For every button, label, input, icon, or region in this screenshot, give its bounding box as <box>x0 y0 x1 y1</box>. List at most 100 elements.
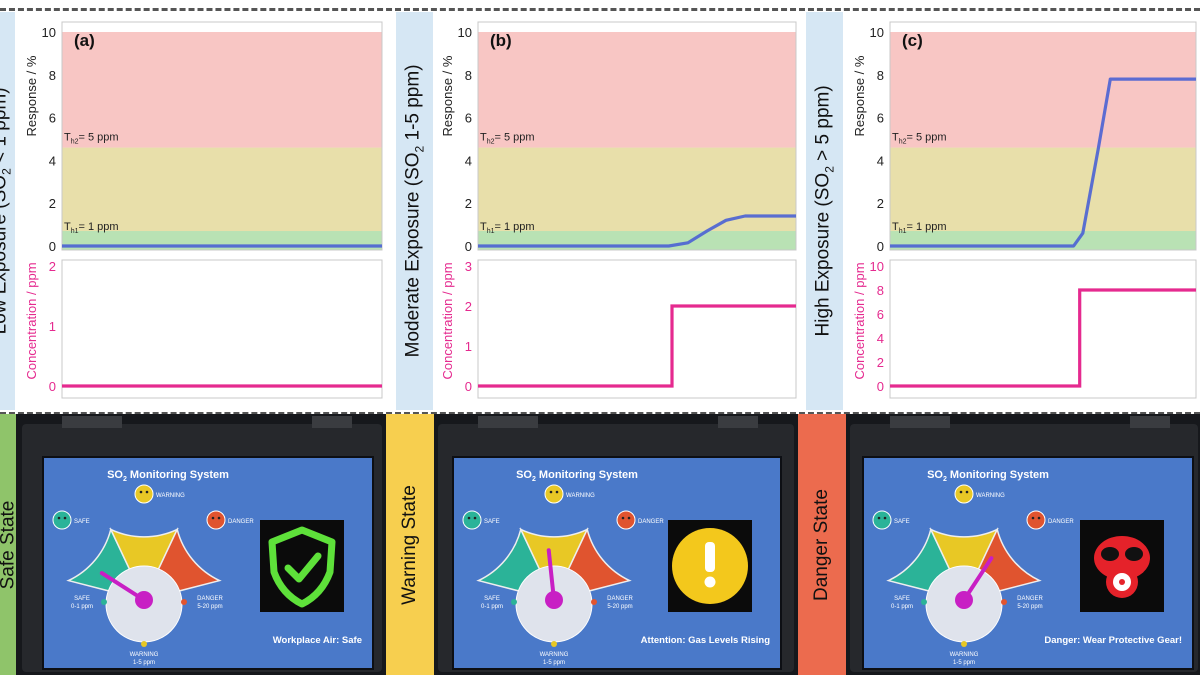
concentration-tick-label: 10 <box>870 259 884 274</box>
warning-face-icon <box>544 484 564 504</box>
response-series-line <box>478 214 796 248</box>
warning-face-icon-eye <box>965 490 969 494</box>
threshold-label-threshold_high: Th2= 5 ppm <box>64 132 119 146</box>
concentration-tick-label: 3 <box>465 259 472 274</box>
panel-letter: (a) <box>74 31 95 50</box>
response-tick-label: 4 <box>465 153 472 168</box>
warning-face-icon-eye <box>555 490 559 494</box>
zone-warning <box>62 147 382 232</box>
danger-face-icon <box>616 510 636 530</box>
range-warning-value: 1-5 ppm <box>953 660 975 666</box>
panel-letter: (c) <box>902 31 923 50</box>
safe-face-icon-eye <box>473 516 477 520</box>
screen-title: SO2 Monitoring System <box>516 469 638 483</box>
response-tick-label: 4 <box>49 153 56 168</box>
concentration-tick-label: 2 <box>49 259 56 274</box>
range-warning-label: WARNING <box>950 652 979 658</box>
response-tick-label: 2 <box>465 196 472 211</box>
danger-face-icon-eye <box>1031 516 1035 520</box>
response-tick-label: 8 <box>465 68 472 83</box>
response-tick-label: 6 <box>877 111 884 126</box>
zone-danger <box>890 32 1196 148</box>
gauge-hub <box>545 591 563 609</box>
safe-label: SAFE <box>484 519 500 525</box>
response-axis-label: Response / % <box>24 55 39 136</box>
shield-check-icon <box>268 526 336 608</box>
response-tick-label: 6 <box>49 111 56 126</box>
response-plot-frame <box>61 21 383 251</box>
response-plot-frame <box>477 21 797 251</box>
gas-mask-filter-core <box>1119 579 1125 585</box>
response-series-line <box>890 77 1196 248</box>
warning-face-icon-eye <box>959 490 963 494</box>
zone-danger <box>62 32 382 148</box>
side-label-b: Moderate Exposure (SO2 1-5 ppm) <box>396 12 433 410</box>
range-danger-value: 5-20 ppm <box>197 604 222 610</box>
status-message: Attention: Gas Levels Rising <box>641 635 771 646</box>
concentration-tick-label: 4 <box>877 331 884 346</box>
range-danger-value: 5-20 ppm <box>607 604 632 610</box>
concentration-series-line <box>478 304 796 388</box>
response-tick-label: 2 <box>877 196 884 211</box>
response-tick-label: 4 <box>877 153 884 168</box>
status-message: Workplace Air: Safe <box>273 635 362 646</box>
range-danger-label: DANGER <box>607 596 633 602</box>
safe-marker <box>921 599 927 605</box>
concentration-plot-frame <box>889 259 1197 399</box>
warning-label: WARNING <box>156 493 185 499</box>
threshold-label-threshold_low: Th1= 1 ppm <box>480 221 535 235</box>
concentration-plot-frame <box>477 259 797 399</box>
side-label-c: High Exposure (SO2 > 5 ppm) <box>806 12 843 410</box>
zone-warning <box>890 147 1196 232</box>
range-warning-value: 1-5 ppm <box>543 660 565 666</box>
range-danger-value: 5-20 ppm <box>1017 604 1042 610</box>
safe-face-icon-eye <box>877 516 881 520</box>
safe-face-icon <box>462 510 482 530</box>
concentration-tick-label: 0 <box>877 379 884 394</box>
threshold-label-threshold_low: Th1= 1 ppm <box>64 221 119 235</box>
state-label-safe: Safe State <box>0 414 16 675</box>
status-message: Danger: Wear Protective Gear! <box>1044 635 1182 646</box>
response-axis-label: Response / % <box>440 55 455 136</box>
range-safe-label: SAFE <box>74 596 90 602</box>
response-axis-label: Response / % <box>852 55 867 136</box>
response-tick-label: 0 <box>465 239 472 254</box>
threshold-label-threshold_high: Th2= 5 ppm <box>892 132 947 146</box>
response-tick-label: 10 <box>870 25 884 40</box>
state-label-warning: Warning State <box>386 414 434 675</box>
danger-label: DANGER <box>638 519 664 525</box>
concentration-tick-label: 6 <box>877 307 884 322</box>
range-warning-value: 1-5 ppm <box>133 660 155 666</box>
range-warning-label: WARNING <box>540 652 569 658</box>
concentration-tick-label: 1 <box>49 319 56 334</box>
danger-label: DANGER <box>228 519 254 525</box>
screen-title: SO2 Monitoring System <box>107 469 229 483</box>
safe-face-icon-eye <box>467 516 471 520</box>
gauge-hub <box>955 591 973 609</box>
warning-marker <box>551 641 557 647</box>
danger-face-icon-eye <box>211 516 215 520</box>
safe-label: SAFE <box>74 519 90 525</box>
screen-title: SO2 Monitoring System <box>927 469 1049 483</box>
response-tick-label: 2 <box>49 196 56 211</box>
range-warning-label: WARNING <box>130 652 159 658</box>
state-label-danger: Danger State <box>798 414 846 675</box>
danger-face-icon-eye <box>621 516 625 520</box>
concentration-tick-label: 2 <box>877 355 884 370</box>
warning-marker <box>961 641 967 647</box>
gas-mask-icon <box>1094 536 1150 580</box>
danger-marker <box>591 599 597 605</box>
threshold-label-threshold_high: Th2= 5 ppm <box>480 132 535 146</box>
zone-danger <box>478 32 796 148</box>
concentration-axis-label: Concentration / ppm <box>852 262 867 379</box>
response-tick-label: 6 <box>465 111 472 126</box>
safe-face-icon <box>872 510 892 530</box>
response-tick-label: 0 <box>877 239 884 254</box>
side-label-a: Low Exposure (SO2 < 1 ppm) <box>0 12 15 410</box>
